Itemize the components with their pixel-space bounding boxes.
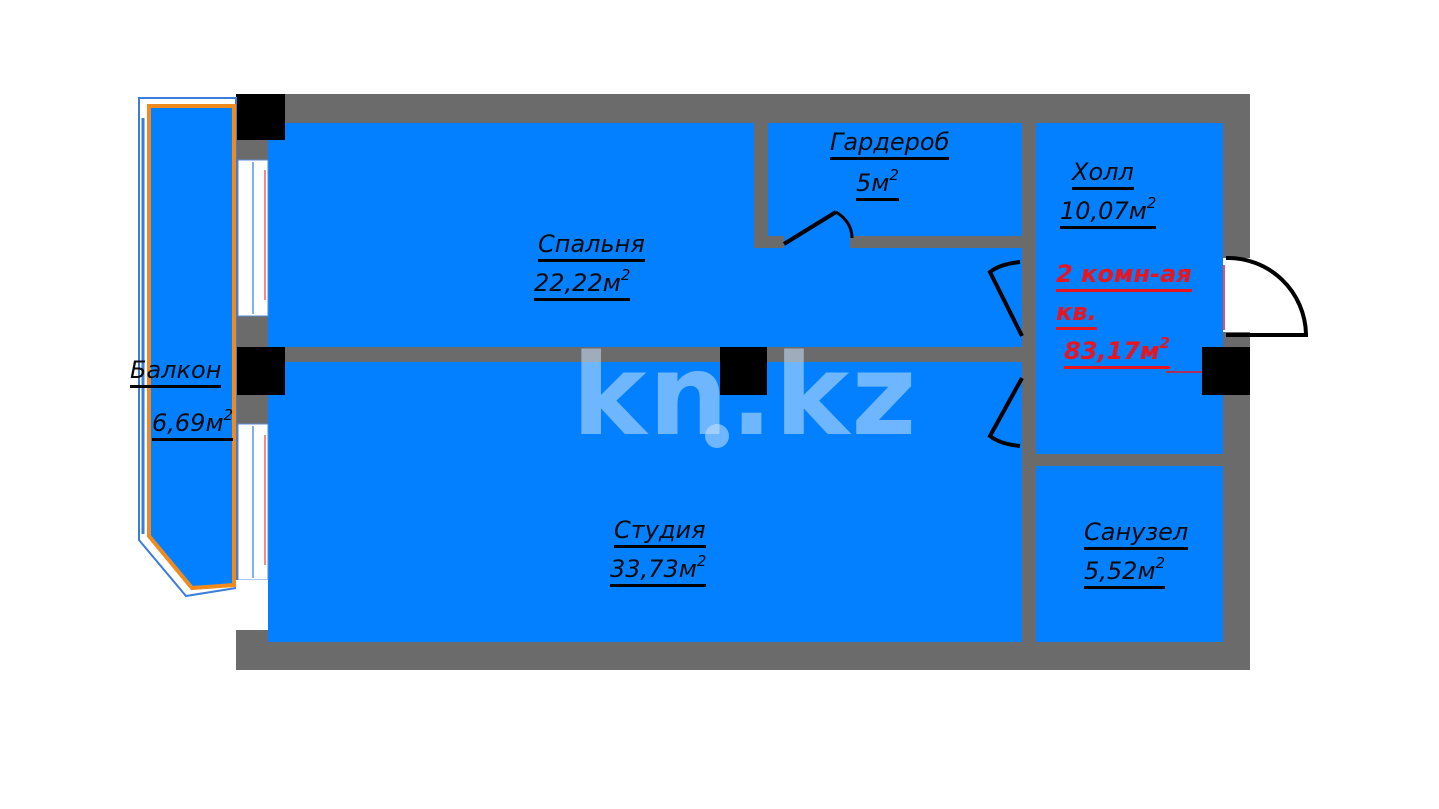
- unit-power: 2: [620, 266, 631, 284]
- bathroom-name: Санузел: [1084, 520, 1189, 550]
- balcony-door-gap: [236, 580, 268, 630]
- apartment-total-value: 83,17м: [1064, 337, 1160, 365]
- column: [1202, 347, 1250, 395]
- wall-bathroom-top-right: [1143, 454, 1223, 466]
- watermark: kn.kz: [572, 331, 919, 461]
- wall-hall-left-top: [1022, 123, 1036, 260]
- wardrobe-label: Гардероб: [830, 130, 950, 160]
- hall-door-lower: [987, 377, 1024, 448]
- balcony-name: Балкон: [130, 358, 222, 388]
- bedroom-label: Спальня: [538, 232, 645, 262]
- unit-power: 2: [696, 552, 707, 570]
- wall-hall-left-mid: [1022, 335, 1036, 377]
- hall-door-upper: [987, 260, 1024, 337]
- wall-bedroom-studio: [268, 347, 1022, 362]
- column: [236, 347, 285, 395]
- entrance-door-swing: [1225, 255, 1308, 335]
- bedroom-area-value: 22,22м: [534, 269, 621, 297]
- wardrobe-door-leaf: [782, 210, 838, 246]
- column: [720, 347, 767, 395]
- room-balcony[interactable]: [147, 104, 236, 591]
- hall-label: Холл: [1072, 160, 1134, 190]
- hall-area-value: 10,07м: [1060, 197, 1147, 225]
- bathroom-label: Санузел: [1084, 520, 1189, 550]
- room-wardrobe[interactable]: [768, 123, 1022, 236]
- balcony-area: 6,69м2: [152, 408, 234, 441]
- hall-area: 10,07м2: [1060, 196, 1157, 229]
- room-hall[interactable]: [1036, 123, 1223, 454]
- apartment-type-line2: кв.: [1056, 300, 1097, 330]
- wall-wardrobe-left: [754, 123, 768, 248]
- studio-label: Студия: [614, 518, 706, 548]
- balcony-area-value: 6,69м: [152, 409, 224, 437]
- unit-power: 2: [1159, 334, 1170, 352]
- unit-power: 2: [223, 406, 234, 424]
- apartment-type-line1: 2 комн-ая: [1056, 262, 1192, 292]
- entrance-opening: [1223, 258, 1250, 332]
- wardrobe-area: 5м2: [856, 168, 899, 201]
- column: [236, 94, 285, 140]
- studio-area-value: 33,73м: [610, 555, 697, 583]
- wardrobe-name: Гардероб: [830, 130, 950, 160]
- hall-name: Холл: [1072, 160, 1134, 190]
- studio-area: 33,73м2: [610, 554, 707, 587]
- room-bathroom[interactable]: [1036, 466, 1223, 642]
- apartment-total-area: 83,17м2: [1064, 336, 1170, 369]
- wall-bathroom-top-left: [1036, 454, 1084, 466]
- wall-bathroom-left: [1022, 446, 1036, 642]
- bathroom-area-value: 5,52м: [1084, 557, 1156, 585]
- bedroom-name: Спальня: [538, 232, 645, 262]
- room-studio[interactable]: [268, 362, 1022, 642]
- bedroom-area: 22,22м2: [534, 268, 631, 301]
- bathroom-area: 5,52м2: [1084, 556, 1166, 589]
- unit-power: 2: [1146, 194, 1157, 212]
- balcony-label: Балкон: [130, 358, 222, 388]
- unit-power: 2: [889, 166, 899, 184]
- wall-wardrobe-bottom-right: [850, 236, 1022, 248]
- unit-power: 2: [1155, 554, 1166, 572]
- home-pin-icon: [705, 424, 729, 448]
- wardrobe-area-value: 5м: [856, 169, 890, 197]
- wardrobe-door-swing: [835, 210, 854, 239]
- studio-name: Студия: [614, 518, 706, 548]
- wall-wardrobe-bottom-left: [754, 236, 784, 248]
